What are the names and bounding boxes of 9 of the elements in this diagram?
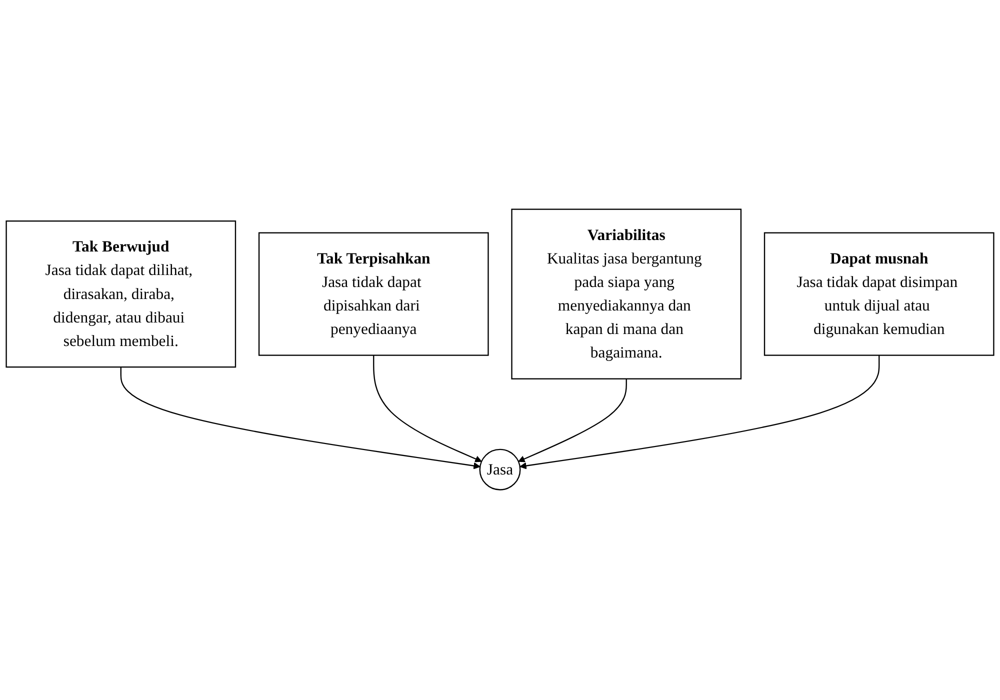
node-box: Variabilitas Kualitas jasa bergantung pada siapa yang menyediakannya dan kapan di mana dan bagaimana. [511,209,742,380]
arrow [520,356,880,470]
arrow [518,379,627,463]
node-box: Dapat musnah Jasa tidak dapat disimpan untuk dijual atau digunakan kemudian [764,232,994,356]
node-circle: Jasa [479,449,521,491]
arrow [373,356,482,463]
arrow [120,368,480,470]
node-box: Tak Berwujud Jasa tidak dapat dilihat, dirasakan, diraba, didengar, atau dibaui sebelum membeli. [6,220,236,368]
node-box: Tak Terpisahkan Jasa tidak dapat dipisahkan dari penyediaanya [258,232,489,356]
